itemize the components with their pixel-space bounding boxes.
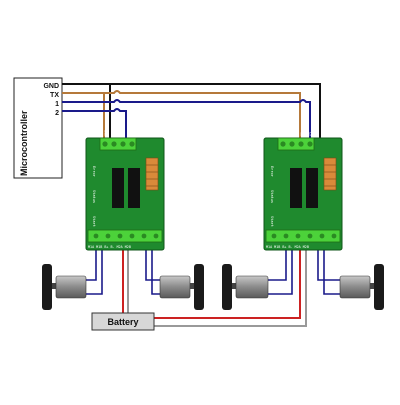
shaft [52, 283, 56, 289]
resistor-pack [323, 157, 337, 191]
top-terminal-screws [102, 141, 135, 147]
top-pin-s2: S2 [131, 132, 135, 136]
bottom-terminal-screws [93, 233, 159, 239]
pin-label-gnd: GND [43, 83, 59, 90]
motor-3 [222, 264, 269, 310]
motor-wire-4b [323, 250, 340, 295]
shaft [232, 283, 236, 289]
top-pin-gnd: GND [282, 130, 286, 136]
tx-wire-left [62, 92, 105, 138]
bottom-terminal-block [265, 229, 341, 243]
motor-body [55, 275, 87, 299]
wheel [194, 264, 204, 310]
motor-body [339, 275, 371, 299]
battery-positive-right [153, 250, 301, 319]
top-pin-s1: S1 [300, 132, 304, 136]
bottom-terminal-label: M1A M1B B+ B- M2A M2B [88, 245, 131, 249]
side-label-error: Error [270, 166, 274, 178]
battery-label: Battery [107, 317, 138, 327]
motor-wire-2a [145, 250, 160, 281]
bottom-terminal-block [87, 229, 163, 243]
relay-1 [290, 168, 302, 208]
side-label-start: Start [270, 216, 274, 227]
shaft [370, 283, 374, 289]
top-terminal-screws [280, 141, 313, 147]
top-terminal-block [277, 137, 315, 151]
motor-controller-right: GND 5V S1 S2 Error Status Start M1A M1B … [263, 130, 343, 251]
motor-wire-3b [268, 250, 293, 295]
pin-label-tx: TX [50, 92, 59, 99]
motor-controller-left: GND 5V S1 S2 Error Status Start M1A M1B … [85, 130, 165, 251]
motor-wire-1a [82, 250, 97, 281]
motor-1 [42, 264, 87, 310]
resistor-pack-lines [324, 164, 336, 187]
top-pin-5v: 5V [113, 132, 117, 136]
pin-label-1: 1 [55, 101, 59, 108]
top-pin-5v: 5V [291, 132, 295, 136]
pin-label-2: 2 [55, 110, 59, 117]
motor-wires [82, 250, 340, 295]
side-label-error: Error [92, 166, 96, 178]
wheel [42, 264, 52, 310]
relay-2 [128, 168, 140, 208]
motor-2 [159, 264, 204, 310]
motor-wire-1b [82, 250, 103, 295]
side-label-status: Status [270, 190, 274, 203]
motor-4 [339, 264, 384, 310]
microcontroller-label: Microcontroller [19, 110, 29, 176]
microcontroller-box [13, 77, 63, 179]
bottom-terminal-label: M1A M1B B+ B- M2A M2B [266, 245, 309, 249]
motor-wire-2b [151, 250, 160, 295]
top-terminal-block [99, 137, 137, 151]
battery: Battery [91, 312, 155, 331]
side-label-status: Status [92, 190, 96, 203]
wheel [374, 264, 384, 310]
battery-body [91, 312, 155, 331]
tx-wire-right [62, 90, 301, 138]
relay-1 [112, 168, 124, 208]
signal-wire-1 [62, 99, 311, 138]
wheel [222, 264, 232, 310]
motor-wire-3a [268, 250, 287, 281]
shaft [190, 283, 194, 289]
side-label-start: Start [92, 216, 96, 227]
bottom-terminal-screws [271, 233, 337, 239]
signal-wires [62, 83, 321, 138]
signal-wire-2 [62, 108, 127, 138]
top-pin-gnd: GND [104, 130, 108, 136]
top-pin-s2: S2 [309, 132, 313, 136]
motor-body [235, 275, 269, 299]
resistor-pack-lines [146, 164, 158, 187]
battery-negative-right [153, 250, 307, 327]
resistor-pack [145, 157, 159, 191]
motor-body [159, 275, 191, 299]
relay-2 [306, 168, 318, 208]
motor-wire-4a [317, 250, 340, 281]
top-pin-s1: S1 [122, 132, 126, 136]
gnd-wire-right [62, 83, 321, 138]
